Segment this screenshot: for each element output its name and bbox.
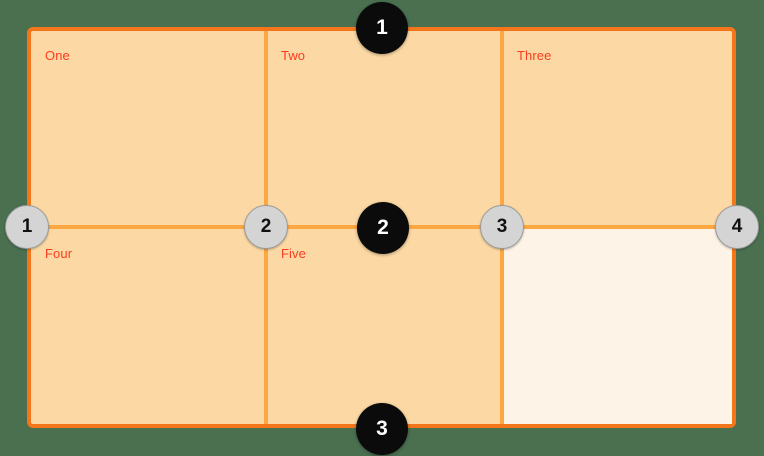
row-handle-3-label: 3 <box>376 417 388 440</box>
column-handle-4[interactable]: 4 <box>715 205 759 249</box>
column-handle-3-label: 3 <box>496 216 508 237</box>
row-handle-3[interactable]: 3 <box>356 403 408 455</box>
column-handle-3[interactable]: 3 <box>480 205 524 249</box>
cell-label-one: One <box>45 48 70 63</box>
column-handle-1-label: 1 <box>21 216 33 237</box>
column-handle-2[interactable]: 2 <box>244 205 288 249</box>
row-handle-2-label: 2 <box>377 216 389 239</box>
cell-label-four: Four <box>45 246 73 261</box>
row-handle-2[interactable]: 2 <box>357 202 409 254</box>
cell-label-two: Two <box>281 48 306 63</box>
row-handle-1-label: 1 <box>376 16 388 39</box>
column-handle-4-label: 4 <box>731 216 743 237</box>
column-handle-1[interactable]: 1 <box>5 205 49 249</box>
column-handle-2-label: 2 <box>260 216 272 237</box>
cell-label-five: Five <box>281 246 306 261</box>
grid-table: One Two Three Four Five <box>27 27 736 428</box>
cell-r2c3[interactable] <box>504 229 732 424</box>
row-handle-1[interactable]: 1 <box>356 2 408 54</box>
cell-label-three: Three <box>517 48 552 63</box>
